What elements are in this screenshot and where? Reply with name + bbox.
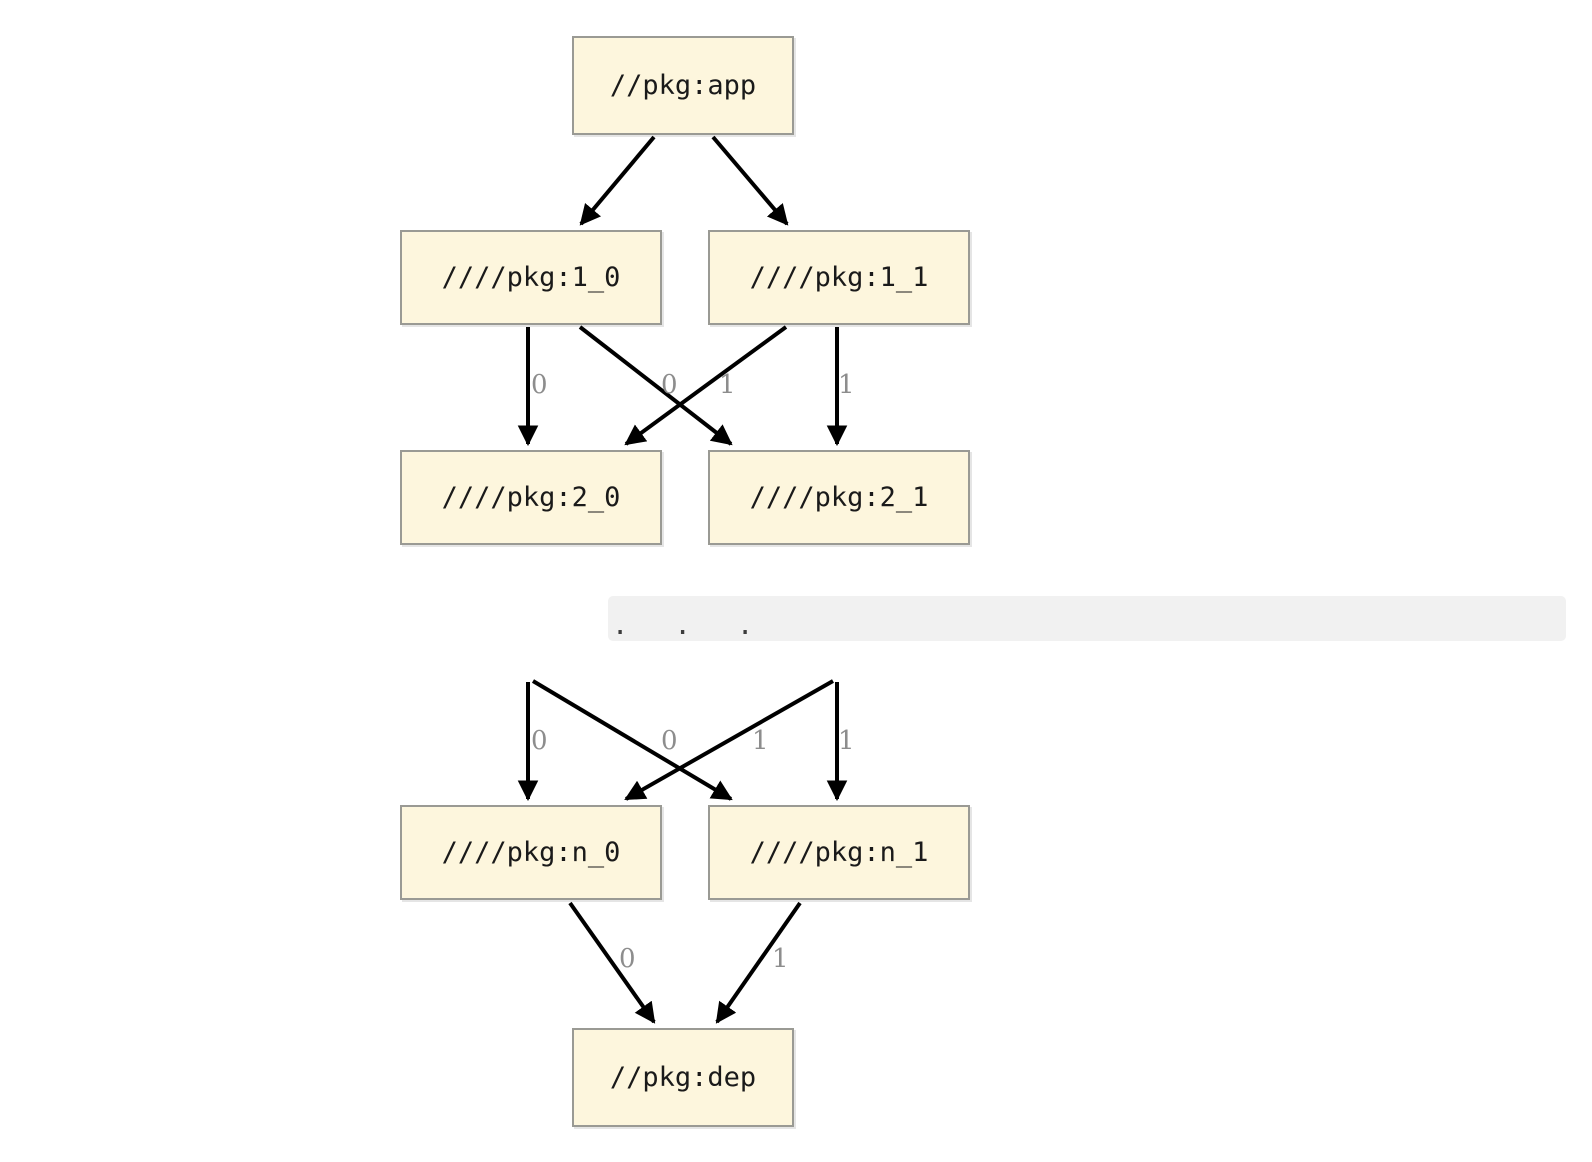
node-label: ////pkg:n_0 (441, 837, 621, 868)
edge-label-n-1-to-dep: 1 (772, 944, 789, 974)
edge-label-upper-to-n-0-alt: 1 (752, 726, 769, 756)
node-pkg-1-1[interactable]: ////pkg:1_1 (708, 230, 970, 325)
node-pkg-n-0[interactable]: ////pkg:n_0 (400, 805, 662, 900)
node-label: ////pkg:2_1 (749, 482, 929, 513)
edge-label-upper-to-n-1: 0 (661, 726, 678, 756)
edge-1-0-to-2-1 (578, 325, 733, 446)
node-pkg-n-1[interactable]: ////pkg:n_1 (708, 805, 970, 900)
edge-n-0-to-dep (568, 901, 656, 1024)
edge-label-upper-to-n-0: 0 (531, 726, 548, 756)
edge-upper-to-n-0-alt (624, 679, 834, 801)
edge-app-to-1-0 (579, 135, 656, 226)
edge-label-1-0-to-2-1: 0 (661, 370, 678, 400)
node-pkg-2-1[interactable]: ////pkg:2_1 (708, 450, 970, 545)
node-label: //pkg:app (609, 70, 757, 101)
edge-1-1-to-2-0 (624, 325, 788, 446)
node-label: ////pkg:1_1 (749, 262, 929, 293)
truncation-ellipsis-band: . . . (608, 596, 1566, 641)
node-label: ////pkg:2_0 (441, 482, 621, 513)
edge-label-1-0-to-2-0: 0 (531, 370, 548, 400)
node-label: //pkg:dep (609, 1062, 757, 1093)
node-label: ////pkg:n_1 (749, 837, 929, 868)
edge-label-1-1-to-2-1: 1 (838, 370, 855, 400)
edge-label-1-1-to-2-0: 1 (719, 370, 736, 400)
node-pkg-2-0[interactable]: ////pkg:2_0 (400, 450, 662, 545)
edge-label-upper-to-n-1-alt: 1 (838, 726, 855, 756)
node-pkg-app[interactable]: //pkg:app (572, 36, 794, 135)
ellipsis-icon: . . . (612, 610, 769, 641)
edge-label-n-0-to-dep: 0 (619, 944, 636, 974)
edge-app-to-1-1 (711, 135, 789, 226)
node-pkg-1-0[interactable]: ////pkg:1_0 (400, 230, 662, 325)
edge-upper-to-n-1 (531, 679, 733, 801)
edge-n-1-to-dep (715, 901, 802, 1024)
node-label: ////pkg:1_0 (441, 262, 621, 293)
node-pkg-dep[interactable]: //pkg:dep (572, 1028, 794, 1127)
